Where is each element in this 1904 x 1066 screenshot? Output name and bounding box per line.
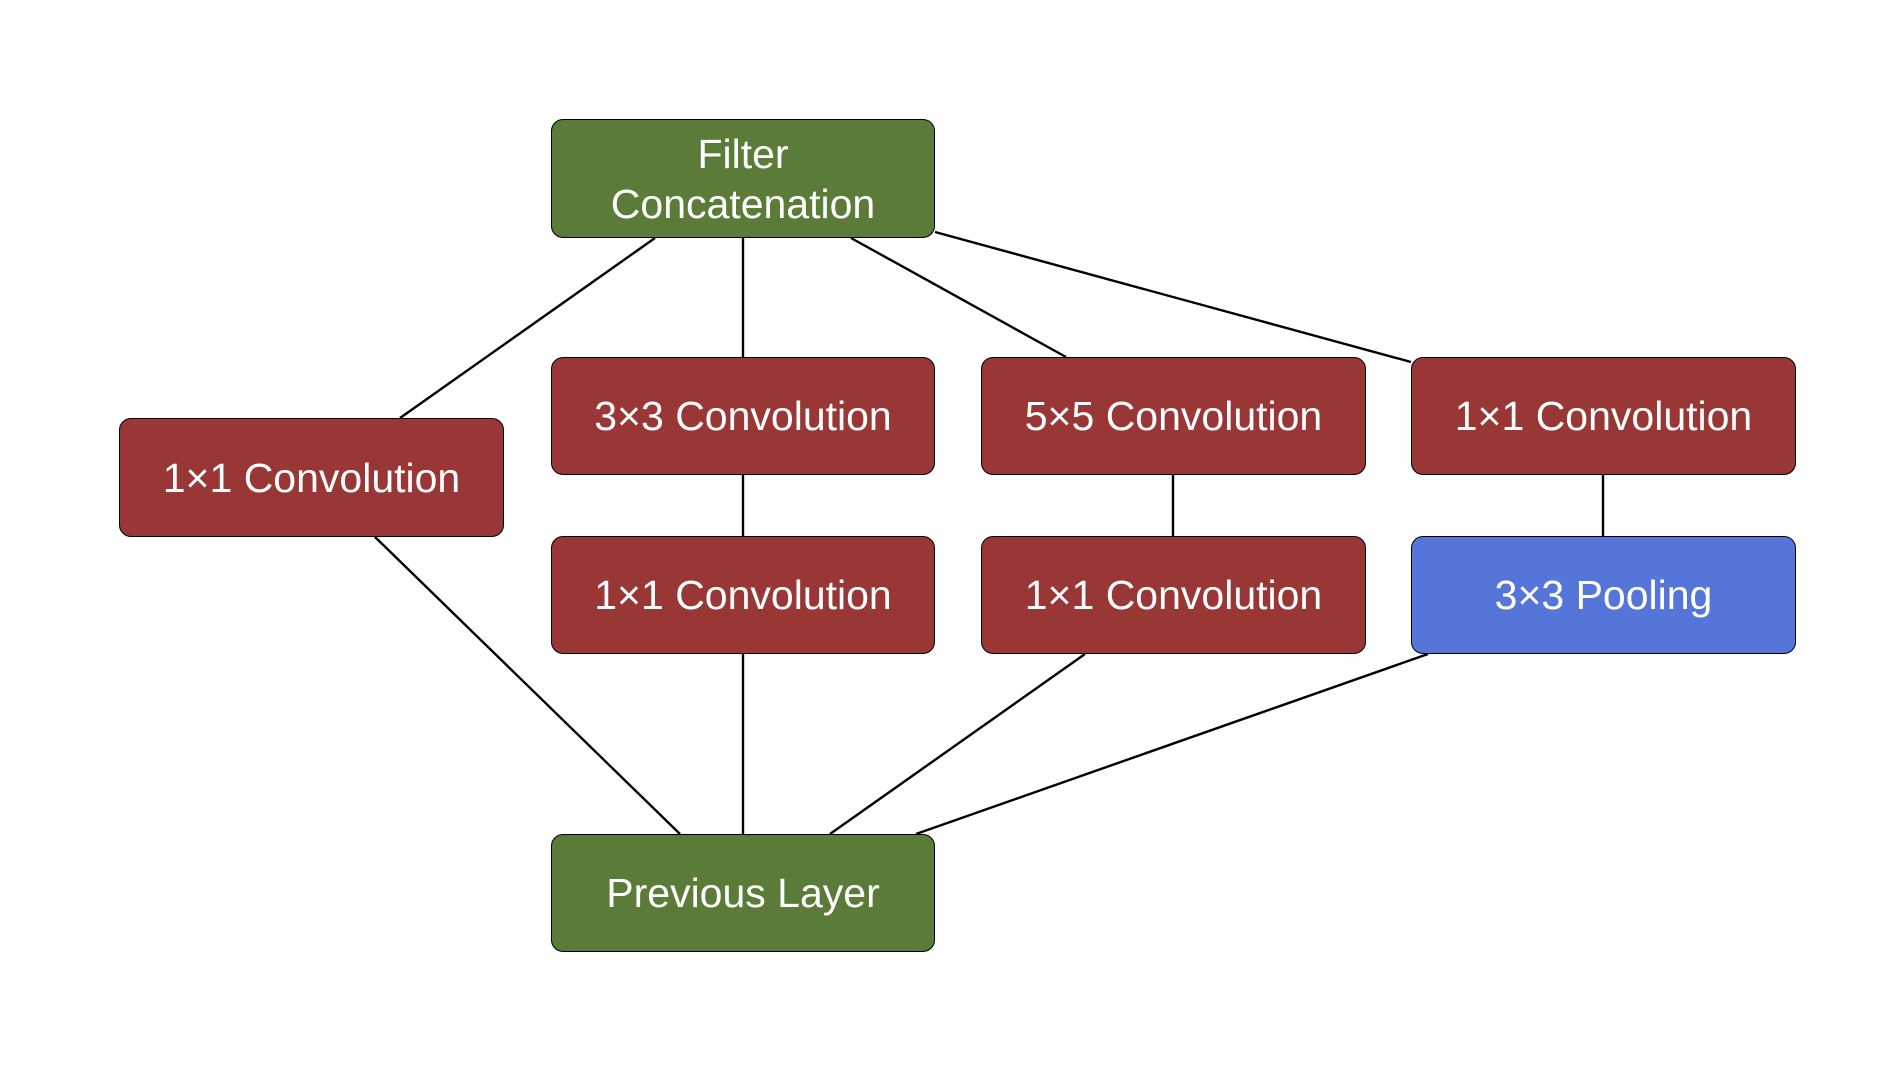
filter-concatenation-label-line1: Filter	[697, 130, 789, 177]
filter-concatenation-node: Filter Concatenation	[551, 119, 935, 238]
edge-conv-1x1-a-to-previous	[374, 536, 681, 835]
pooling-3x3-node: 3×3 Pooling	[1411, 536, 1796, 654]
filter-concatenation-label-line2: Concatenation	[610, 180, 876, 227]
edge-concat-to-conv-1x1-d	[934, 230, 1412, 364]
conv-1x1-branch-a-node: 1×1 Convolution	[119, 418, 504, 537]
conv-3x3-node: 3×3 Convolution	[551, 357, 935, 475]
conv-1x1-reduce-b-node: 1×1 Convolution	[551, 536, 935, 654]
conv-1x1-branch-d-node: 1×1 Convolution	[1411, 357, 1796, 475]
edge-pool-to-previous	[915, 652, 1429, 836]
conv-3x3-label: 3×3 Convolution	[594, 393, 892, 439]
previous-layer-label: Previous Layer	[606, 870, 880, 916]
pooling-3x3-label: 3×3 Pooling	[1494, 572, 1713, 618]
conv-1x1-reduce-c-node: 1×1 Convolution	[981, 536, 1366, 654]
previous-layer-node: Previous Layer	[551, 834, 935, 952]
conv-5x5-node: 5×5 Convolution	[981, 357, 1366, 475]
conv-1x1-branch-d-label: 1×1 Convolution	[1454, 393, 1753, 439]
conv-1x1-branch-a-label: 1×1 Convolution	[162, 454, 461, 501]
conv-1x1-reduce-b-label: 1×1 Convolution	[594, 572, 892, 618]
conv-1x1-reduce-c-label: 1×1 Convolution	[1024, 572, 1323, 618]
edge-reduce-c-to-previous	[829, 653, 1086, 835]
edge-concat-to-conv-5x5	[850, 236, 1067, 359]
conv-5x5-label: 5×5 Convolution	[1024, 393, 1323, 439]
edge-concat-to-conv-1x1-a	[399, 237, 656, 419]
